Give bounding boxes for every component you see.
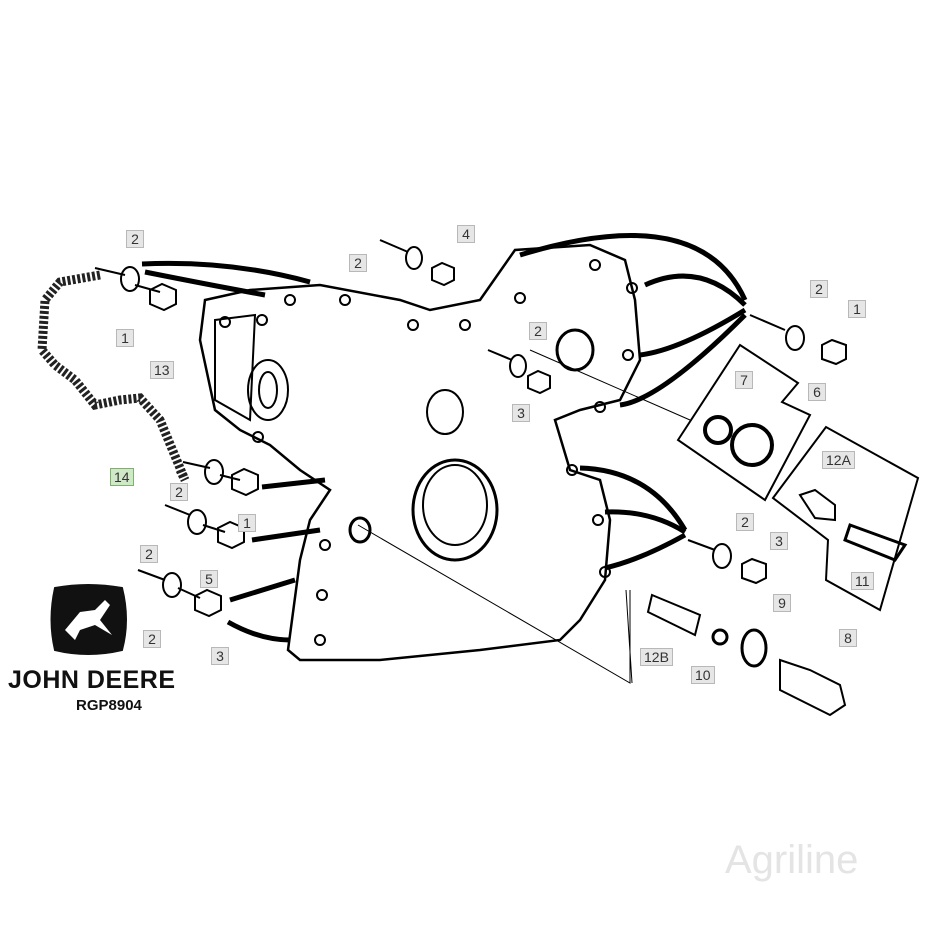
callout-7: 7 — [735, 371, 753, 389]
callout-6: 6 — [808, 383, 826, 401]
kit-box-12a — [771, 425, 920, 612]
seal-bore — [411, 458, 499, 562]
callout-1: 1 — [238, 514, 256, 532]
callout-12b: 12B — [640, 648, 673, 666]
valve-12b — [646, 593, 702, 637]
callout-3: 3 — [512, 404, 530, 422]
washer-9 — [740, 628, 768, 668]
plug-8 — [779, 658, 847, 717]
john-deere-logo — [50, 584, 127, 655]
callout-3: 3 — [770, 532, 788, 550]
leader-lines — [357, 349, 691, 684]
callout-11: 11 — [851, 572, 874, 590]
callout-2: 2 — [529, 322, 547, 340]
callout-13: 13 — [150, 361, 174, 379]
gasket — [37, 270, 190, 483]
kit-box-6 — [676, 343, 812, 502]
seal-bore-inner — [422, 464, 488, 546]
callout-3: 3 — [211, 647, 229, 665]
diagram-code: RGP8904 — [76, 697, 142, 714]
callout-4: 4 — [457, 225, 475, 243]
spring-11 — [843, 523, 908, 562]
callout-2: 2 — [126, 230, 144, 248]
callout-1: 1 — [116, 329, 134, 347]
callout-8: 8 — [839, 629, 857, 647]
washer-10 — [711, 628, 729, 646]
watermark: Agriline — [725, 838, 859, 882]
callout-2: 2 — [140, 545, 158, 563]
oil-port-inner — [258, 371, 278, 409]
callout-1: 1 — [848, 300, 866, 318]
thermostat — [730, 423, 774, 467]
lower-port — [348, 516, 372, 544]
assembly-arrows — [141, 232, 748, 643]
callout-10: 10 — [691, 666, 715, 684]
cover-panel — [214, 313, 257, 422]
oil-port — [247, 359, 289, 421]
callout-9: 9 — [773, 594, 791, 612]
front-cover — [198, 243, 642, 662]
callout-2: 2 — [810, 280, 828, 298]
callout-2: 2 — [736, 513, 754, 531]
valve-12a — [798, 488, 836, 522]
callout-12a: 12A — [822, 451, 855, 469]
plug-hole — [426, 389, 464, 435]
callout-2: 2 — [349, 254, 367, 272]
callout-5: 5 — [200, 570, 218, 588]
bolts — [94, 239, 847, 618]
callout-2: 2 — [170, 483, 188, 501]
callout-14: 14 — [110, 468, 134, 486]
callout-2: 2 — [143, 630, 161, 648]
cover-holes — [219, 259, 638, 646]
brand-name: JOHN DEERE — [8, 666, 176, 694]
